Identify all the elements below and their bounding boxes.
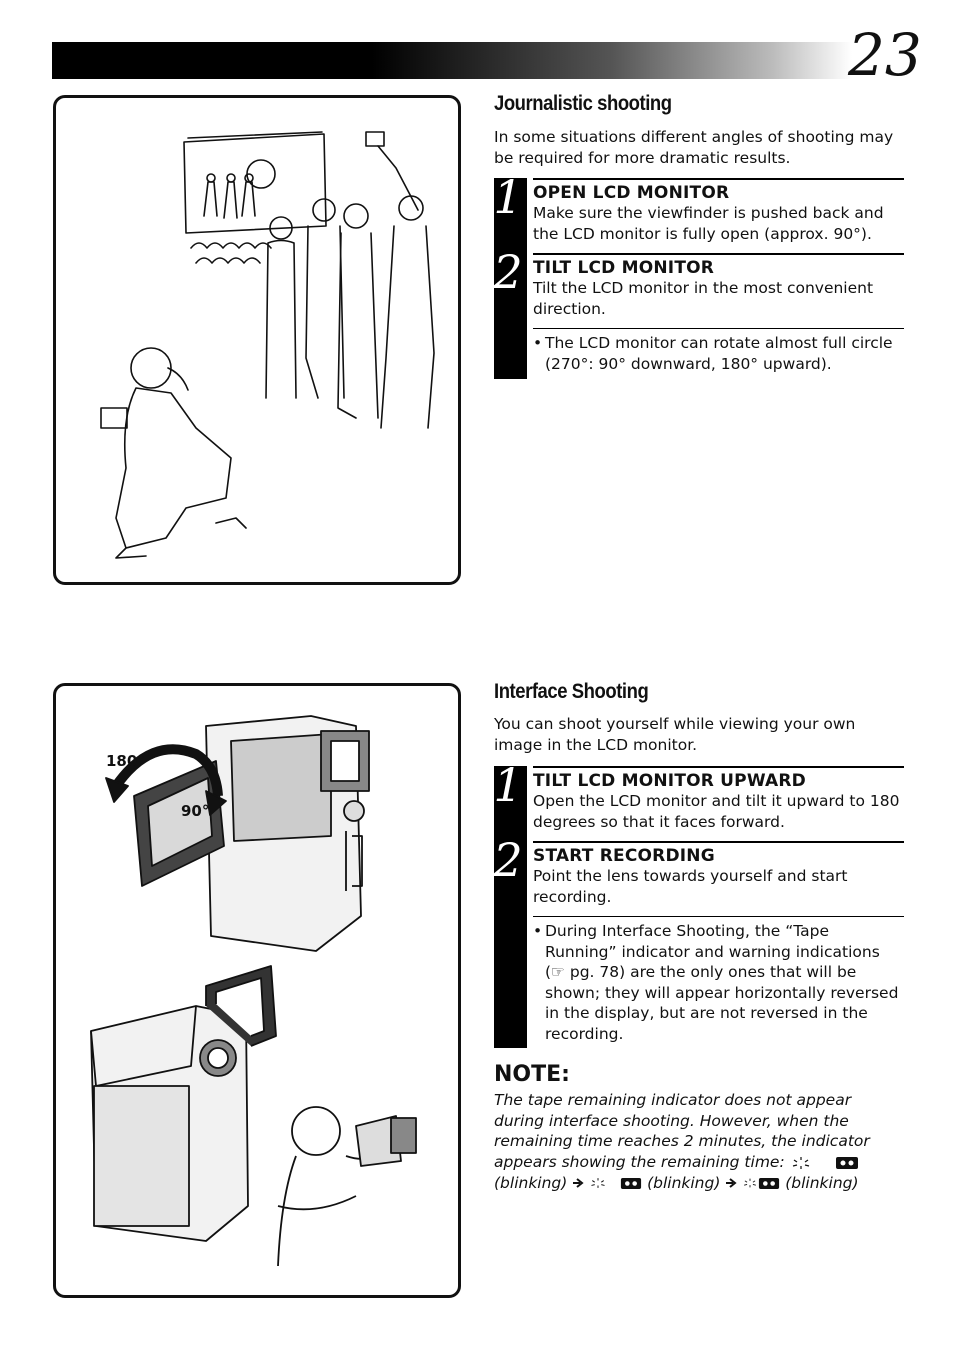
step-text: Make sure the viewfinder is pushed back … — [533, 204, 884, 243]
step-number: 1 — [493, 758, 523, 812]
journalistic-intro: In some situations different angles of s… — [494, 128, 894, 167]
step-number: 1 — [493, 170, 523, 224]
step-bar — [494, 766, 527, 1048]
step-text: Tilt the LCD monitor in the most conveni… — [533, 279, 874, 318]
step-text: Point the lens towards yourself and star… — [533, 867, 848, 906]
interface-steps: 1 TILT LCD MONITOR UPWARD Open the LCD m… — [493, 762, 904, 1048]
angle-180-label: 180° — [106, 752, 145, 770]
interface-title: Interface Shooting — [494, 680, 649, 703]
note-title: NOTE: — [494, 1062, 570, 1087]
step-title: OPEN LCD MONITOR — [533, 183, 730, 203]
tape-cassette-icon — [759, 1177, 780, 1189]
crowd-stage-drawing — [100, 131, 435, 559]
arrow-right-icon — [573, 1178, 584, 1189]
bullet-text: During Interface Shooting, the “Tape Run… — [545, 922, 899, 1043]
bullet-dot: • — [533, 334, 543, 352]
step-number: 2 — [493, 833, 523, 887]
page-number: 23 — [848, 21, 922, 89]
interface-intro: You can shoot yourself while viewing you… — [494, 715, 856, 754]
note-body: The tape remaining indicator does not ap… — [494, 1091, 870, 1172]
step-2: 2 START RECORDING Point the lens towards… — [493, 837, 904, 907]
camcorder-drawing: 180° 90° — [90, 715, 417, 1267]
tape-cassette-icon — [835, 1156, 858, 1169]
step-1: 1 OPEN LCD MONITOR Make sure the viewfin… — [493, 174, 904, 244]
bullet-text: The LCD monitor can rotate almost full c… — [545, 334, 893, 373]
angle-90-label: 90° — [181, 802, 209, 820]
header-bar — [52, 42, 852, 79]
blink-rays-icon — [591, 1178, 605, 1189]
blinking-label: (blinking) — [785, 1173, 859, 1192]
blinking-label: (blinking) — [494, 1173, 568, 1192]
journalistic-title: Journalistic shooting — [494, 92, 672, 115]
blink-rays-icon — [792, 1156, 809, 1169]
step-title: TILT LCD MONITOR — [533, 258, 715, 278]
step-bar — [494, 178, 527, 379]
journalistic-illustration — [53, 95, 461, 585]
interface-illustration: 180° 90° — [53, 683, 461, 1298]
step-1: 1 TILT LCD MONITOR UPWARD Open the LCD m… — [493, 762, 904, 832]
blinking-label: (blinking) — [647, 1173, 721, 1192]
bullet-dot: • — [533, 922, 543, 940]
blink-rays-icon — [744, 1178, 757, 1188]
step-2: 2 TILT LCD MONITOR Tilt the LCD monitor … — [493, 249, 904, 319]
note-text: The tape remaining indicator does not ap… — [494, 1090, 904, 1194]
step-text: Open the LCD monitor and tilt it upward … — [533, 792, 900, 831]
arrow-right-icon — [726, 1178, 737, 1189]
journalistic-steps: 1 OPEN LCD MONITOR Make sure the viewfin… — [493, 174, 904, 379]
step-title: START RECORDING — [533, 846, 715, 866]
tape-cassette-icon — [621, 1177, 642, 1189]
step-number: 2 — [493, 245, 523, 299]
journalistic-bullet: • The LCD monitor can rotate almost full… — [533, 328, 904, 374]
interface-bullet: • During Interface Shooting, the “Tape R… — [533, 916, 904, 1044]
step-title: TILT LCD MONITOR UPWARD — [533, 771, 806, 791]
